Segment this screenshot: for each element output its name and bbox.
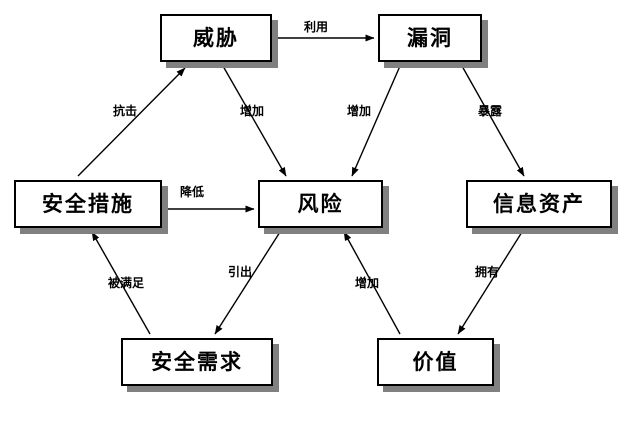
edge-label-exploit: 利用 — [304, 20, 329, 34]
edge-counter — [77, 67, 186, 177]
edge-label-increase-value-risk: 增加 — [355, 276, 380, 290]
edge-label-increase-vuln-risk: 增加 — [347, 104, 372, 118]
node-requirement-label: 安全需求 — [151, 349, 243, 374]
edge-label-counter: 抗击 — [113, 104, 138, 118]
node-safeguard[interactable]: 安全措施 — [14, 180, 162, 228]
edge-label-increase-threat-risk: 增加 — [240, 104, 265, 118]
edge-label-derive: 引出 — [228, 265, 253, 279]
edge-label-expose: 暴露 — [478, 104, 503, 118]
node-safeguard-label: 安全措施 — [42, 191, 134, 216]
node-asset-label: 信息资产 — [493, 191, 585, 216]
node-vulnerability-label: 漏洞 — [407, 25, 453, 50]
node-threat-label: 威胁 — [193, 25, 239, 50]
edge-satisfied — [91, 231, 151, 335]
node-asset[interactable]: 信息资产 — [466, 180, 612, 228]
edge-label-satisfied: 被满足 — [108, 276, 145, 290]
node-risk[interactable]: 风险 — [258, 180, 383, 228]
node-value-label: 价值 — [412, 349, 459, 374]
edge-increase-threat-risk — [222, 65, 287, 177]
node-value[interactable]: 价值 — [377, 338, 494, 386]
edge-increase-vuln-risk — [351, 65, 401, 177]
edge-label-own: 拥有 — [475, 265, 500, 279]
edge-increase-value-risk — [343, 231, 401, 335]
node-risk-label: 风险 — [297, 191, 344, 216]
node-threat[interactable]: 威胁 — [160, 14, 272, 62]
edge-expose — [461, 65, 525, 177]
edge-label-reduce: 降低 — [180, 185, 205, 199]
node-vulnerability[interactable]: 漏洞 — [378, 14, 482, 62]
node-requirement[interactable]: 安全需求 — [121, 338, 273, 386]
edge-derive — [214, 231, 281, 335]
edge-own — [457, 231, 523, 335]
